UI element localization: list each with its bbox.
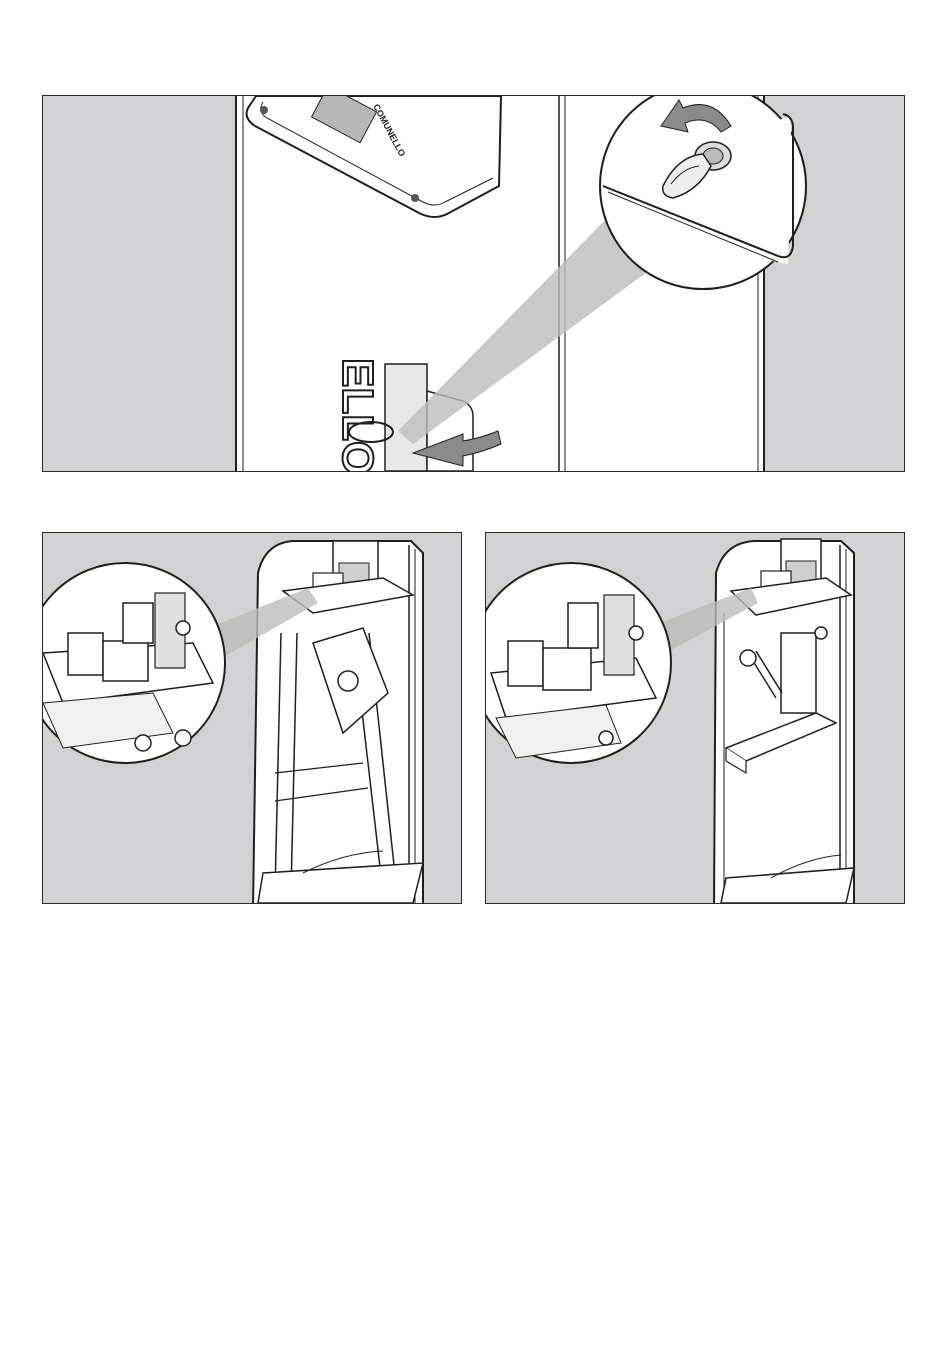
figure-bottom-left-panel (42, 532, 462, 904)
figure-top-panel: COMUNELLO ELLO (42, 95, 905, 472)
barrier-internal-illustration-b (486, 533, 904, 903)
zoom-detail-circle (600, 96, 806, 289)
barrier-cabinet-illustration: COMUNELLO ELLO (43, 96, 904, 471)
zoom-detail-circle (486, 563, 671, 763)
figure-bottom-right-panel (485, 532, 905, 904)
zoom-detail-circle (43, 563, 225, 763)
brand-lettering: ELLO (333, 358, 382, 471)
screw-icon (411, 194, 419, 202)
barrier-internal-illustration-a (43, 533, 461, 903)
screw-icon (260, 106, 268, 114)
